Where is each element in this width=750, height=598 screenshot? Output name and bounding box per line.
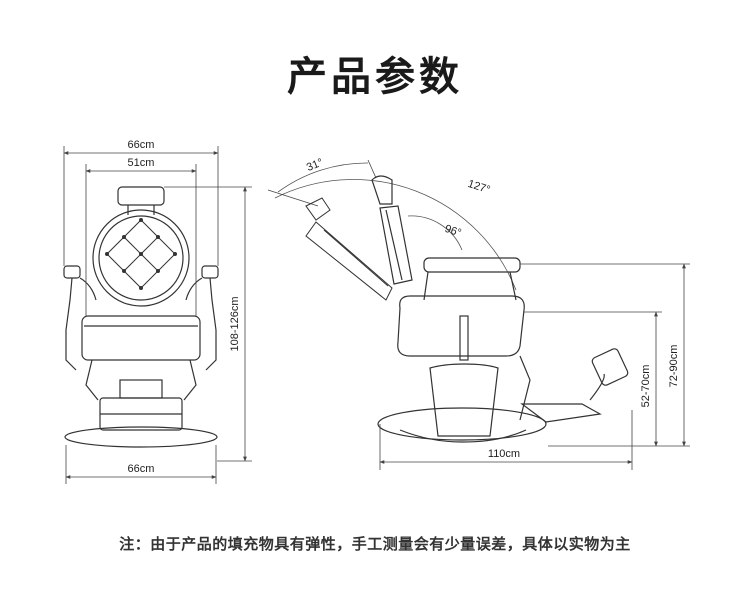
front-height-label: 108-126cm [229,296,241,351]
side-length-label: 110cm [488,448,520,460]
side-armrest [423,257,521,273]
side-seat [397,295,525,357]
footnote: 注：由于产品的填充物具有弹性，手工测量会有少量误差，具体以实物为主 [119,535,631,553]
tufting-buttons [105,218,177,290]
side-view-arcs [267,159,517,291]
upright-backrest [371,175,413,285]
backrest-angle-label: 96° [443,223,463,240]
seat-height-label: 52-70cm [640,365,652,408]
footrest-angle-label: 31° [305,157,325,174]
front-top-width-label: 66cm [128,139,155,151]
side-view-chair [305,175,629,443]
front-dimensions [63,146,252,484]
tufted-backrest [92,209,190,307]
front-view-chair [63,186,219,448]
side-footrest-pad [591,348,629,386]
side-dimensions [379,263,690,470]
hydraulic-pump [429,363,499,437]
right-armrest [201,265,219,279]
round-base [64,426,218,448]
headrest [117,186,165,206]
seat-cushion [81,315,201,361]
side-dimension-labels: 127° 31° 96° 72-90cm 52-70cm 110cm [305,157,680,460]
side-base [377,407,547,441]
recline-angle-label: 127° [466,178,491,196]
page-title: 产品参数 [287,54,463,100]
front-dimension-labels: 66cm 51cm 108-126cm 66cm [128,139,241,475]
reclined-backrest [305,197,393,301]
front-base-width-label: 66cm [128,463,155,475]
left-armrest [63,265,81,279]
armrest-height-label: 72-90cm [668,345,680,388]
front-seat-width-label: 51cm [128,157,155,169]
